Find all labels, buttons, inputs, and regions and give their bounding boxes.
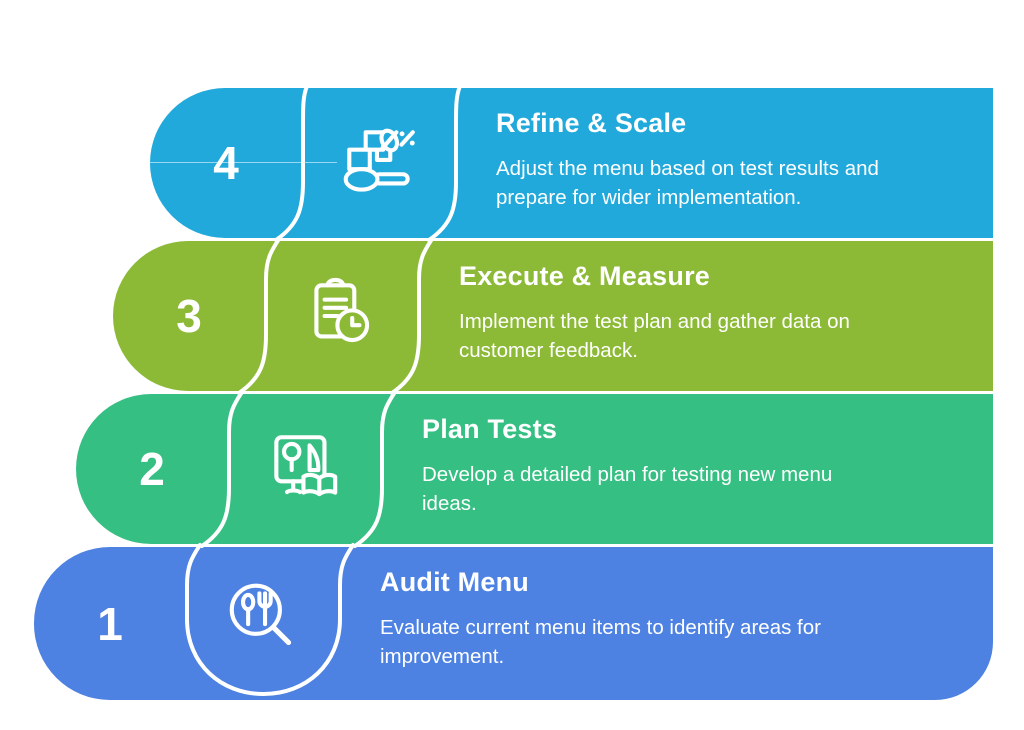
step-number: 2 [139,443,165,495]
step-icon-cell [265,241,419,391]
step-description: Adjust the menu based on test results an… [496,157,879,209]
menu-audit-search-icon [229,583,292,645]
step-row-1: 1 Audit Menu Evaluate current menu items… [34,543,993,700]
step-description: Develop a detailed plan for testing new … [422,463,833,515]
step-title: Audit Menu [380,567,529,597]
menu-planning-icon [274,435,338,497]
step-number: 1 [97,597,123,650]
step-description: Implement the test plan and gather data … [459,310,850,362]
step-title: Refine & Scale [496,108,687,138]
step-description: Evaluate current menu items to identify … [380,616,821,668]
step-row-4: 4 Refine & Scale Adjust the menu based o… [150,84,993,242]
clipboard-clock-icon [314,277,370,343]
divider-curves [274,84,462,242]
step-icon-cell [302,88,456,238]
step-title: Plan Tests [422,414,558,444]
measure-scale-icon [343,128,415,192]
step-title: Execute & Measure [459,261,711,291]
divider-curves [185,543,355,697]
hairline-decoration [150,162,337,163]
step-icon-cell [228,394,382,544]
step-number: 3 [176,290,202,342]
step-number: 4 [213,137,239,189]
step-icon-cell [186,547,340,700]
divider-curves [237,237,434,395]
step-row-3: 3 Execute & Measure Implement the test p… [113,237,993,395]
step-row-2: 2 Plan Tests Develop a detailed plan for… [76,390,993,548]
divider-curves [200,390,397,548]
